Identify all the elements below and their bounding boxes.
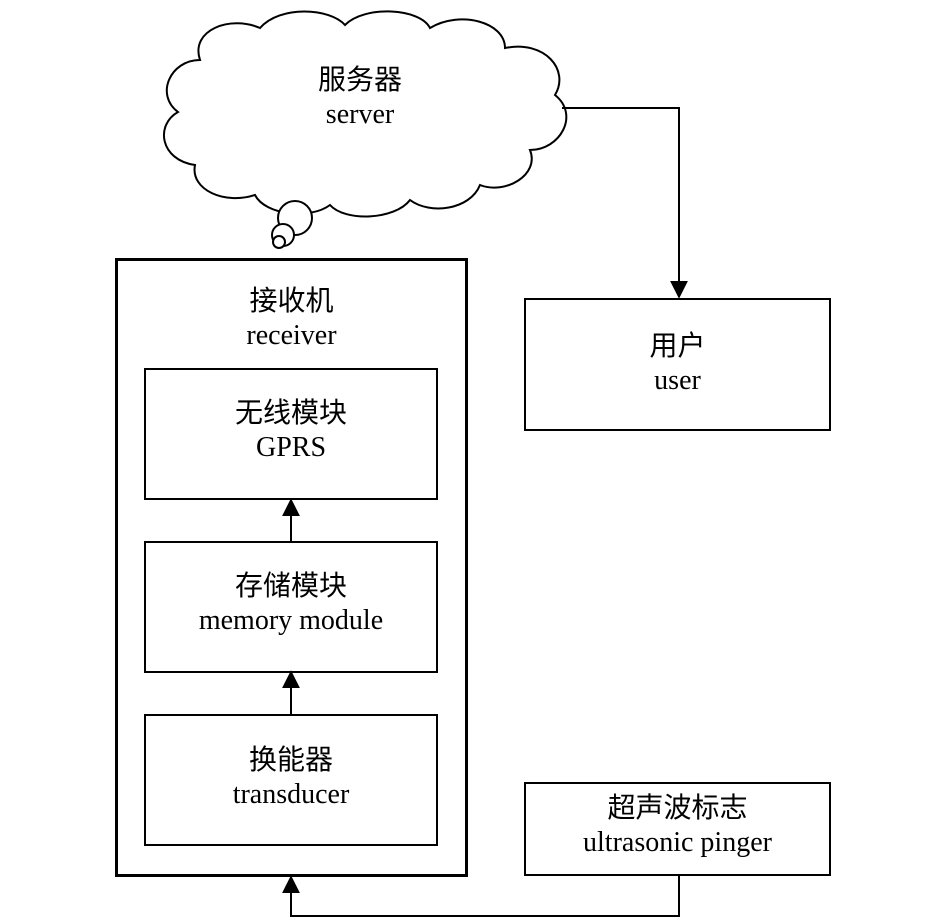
pinger-label-zh: 超声波标志: [607, 791, 748, 824]
user-box: [524, 298, 831, 431]
transducer-label-zh: 换能器: [248, 743, 333, 776]
receiver-node: 接收机 receiver: [115, 283, 468, 353]
bubble-small: [272, 235, 286, 249]
edge-server-user: [562, 107, 688, 299]
pinger-box: [524, 782, 831, 876]
server-cloud-shape: [162, 10, 568, 218]
gprs-node: 无线模块 GPRS: [144, 395, 438, 465]
server-label-en: server: [325, 99, 395, 130]
memory-label-zh: 存储模块: [234, 569, 347, 602]
memory-box: [144, 541, 438, 673]
pinger-label-en: ultrasonic pinger: [583, 827, 772, 858]
user-label-zh: 用户: [649, 329, 706, 362]
gprs-label-en: GPRS: [255, 432, 327, 463]
user-label-en: user: [654, 365, 701, 396]
gprs-label-zh: 无线模块: [234, 396, 347, 429]
server-label-zh: 服务器: [317, 63, 402, 96]
receiver-box: [115, 258, 468, 877]
transducer-node: 换能器 transducer: [144, 742, 438, 812]
transducer-label-en: transducer: [232, 779, 350, 810]
gprs-box: [144, 368, 438, 500]
pinger-node: 超声波标志 ultrasonic pinger: [524, 790, 831, 860]
receiver-label-en: receiver: [246, 320, 337, 351]
transducer-box: [144, 714, 438, 846]
receiver-label-zh: 接收机: [249, 284, 334, 317]
memory-label-en: memory module: [198, 605, 384, 636]
edge-pinger-receiver: [282, 875, 680, 917]
memory-node: 存储模块 memory module: [144, 568, 438, 638]
user-node: 用户 user: [524, 328, 831, 398]
server-node: 服务器 server: [280, 62, 440, 132]
